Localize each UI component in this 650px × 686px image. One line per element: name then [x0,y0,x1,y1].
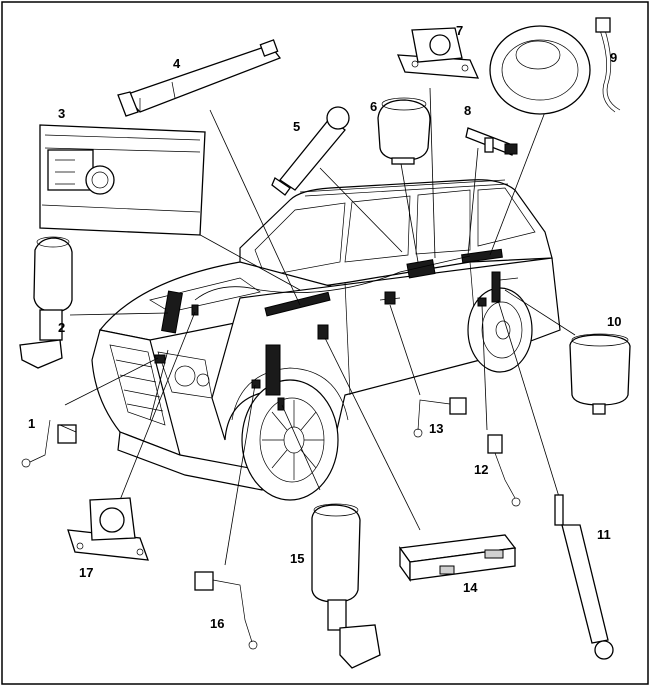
part-1-height-sensor [21,419,77,468]
label-17: 17 [79,565,93,580]
part-10-rear-air-spring [569,333,631,415]
part-7-compressor [397,27,480,79]
label-4: 4 [173,56,181,71]
label-13: 13 [429,421,443,436]
label-16: 16 [210,616,224,631]
part-4-reservoir-bar [117,39,282,117]
label-12: 12 [474,462,488,477]
engine-bay-outline [149,277,261,313]
label-7: 7 [456,23,463,38]
label-1: 1 [28,416,35,431]
leader-lines [64,87,576,566]
callout-labels: 1 2 3 4 5 6 7 8 9 10 11 12 13 14 15 16 1… [28,23,621,631]
part-2-front-strut [19,236,73,369]
part-9-cover-harness [489,17,621,115]
part-8-pipe-connector [465,127,518,156]
label-8: 8 [464,103,471,118]
part-16-height-sensor [194,571,258,650]
label-5: 5 [293,119,300,134]
part-15-front-air-strut [311,503,381,669]
part-12-height-sensor [487,434,521,507]
label-14: 14 [463,580,478,595]
part-3-dashboard-switch [39,124,206,236]
vehicle-body [91,179,561,501]
part-14-control-module [398,534,517,583]
label-2: 2 [58,320,65,335]
label-9: 9 [610,50,617,65]
part-13-height-sensor [413,397,467,438]
label-11: 11 [597,527,611,542]
label-6: 6 [370,99,377,114]
part-17-valve-block [67,497,149,561]
part-6-air-spring [377,97,431,165]
part-11-shock-absorber [554,494,614,660]
label-10: 10 [607,314,621,329]
part-5-pressure-accumulator [271,106,350,196]
label-3: 3 [58,106,65,121]
label-15: 15 [290,551,304,566]
